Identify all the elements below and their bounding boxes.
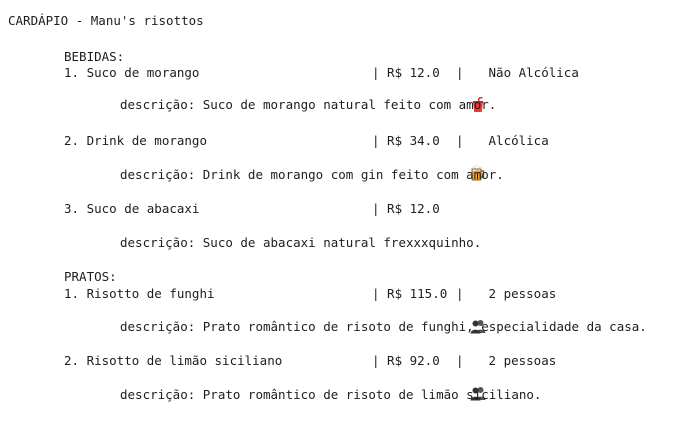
item-description: descrição: Drink de morango com gin feit… xyxy=(120,167,504,182)
item-extra-label: Alcólica xyxy=(488,133,549,148)
item-extra-label: 2 pessoas xyxy=(488,286,557,301)
item-extra: | Alcólica xyxy=(456,133,549,181)
item-name: 1. Risotto de funghi xyxy=(64,286,215,301)
separator: | xyxy=(456,353,464,368)
item-price: | R$ 12.0 xyxy=(372,65,440,80)
item-extra-label: Não Alcólica xyxy=(488,65,579,80)
item-name: 3. Suco de abacaxi xyxy=(64,201,200,216)
separator: | xyxy=(456,286,464,301)
people-icon xyxy=(470,286,486,334)
item-price: | R$ 115.0 xyxy=(372,286,448,301)
item-extra: | Não Alcólica xyxy=(456,65,579,112)
item-description: descrição: Prato romântico de risoto de … xyxy=(120,319,647,334)
item-extra: | 2 pessoas xyxy=(456,286,557,334)
people-icon xyxy=(470,353,486,401)
separator: | xyxy=(456,133,464,148)
page-title: CARDÁPIO - Manu's risottos xyxy=(8,13,204,28)
item-description: descrição: Suco de morango natural feito… xyxy=(120,97,497,112)
item-name: 2. Drink de morango xyxy=(64,133,207,148)
section-label-bebidas: BEBIDAS: xyxy=(64,49,125,64)
separator: | xyxy=(456,65,464,80)
item-name: 2. Risotto de limão siciliano xyxy=(64,353,283,368)
item-extra: | 2 pessoas xyxy=(456,353,557,401)
cup-with-straw-icon xyxy=(470,65,486,112)
item-price: | R$ 92.0 xyxy=(372,353,440,368)
item-extra-label: 2 pessoas xyxy=(488,353,557,368)
item-description: descrição: Suco de abacaxi natural frexx… xyxy=(120,235,482,250)
item-price: | R$ 12.0 xyxy=(372,201,440,216)
beer-mug-icon xyxy=(470,133,486,181)
item-price: | R$ 34.0 xyxy=(372,133,440,148)
item-description: descrição: Prato romântico de risoto de … xyxy=(120,387,542,402)
item-name: 1. Suco de morango xyxy=(64,65,200,80)
section-label-pratos: PRATOS: xyxy=(64,269,117,284)
